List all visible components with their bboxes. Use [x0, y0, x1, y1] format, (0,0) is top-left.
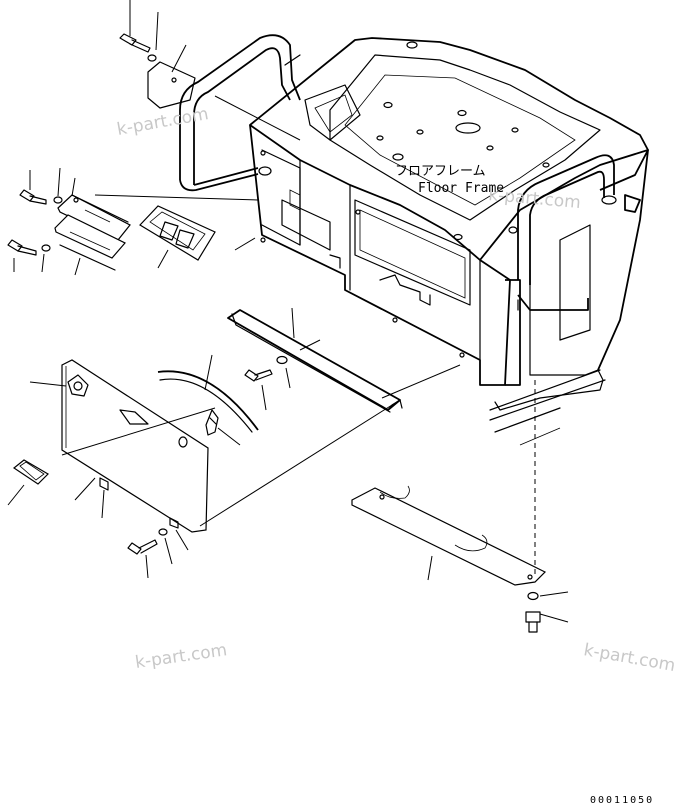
top-bolt-assembly: [119, 0, 301, 141]
cross-beam: [227, 307, 461, 413]
frame-label-english: Floor Frame: [418, 181, 504, 196]
floor-frame: [249, 37, 649, 446]
seal-strip: [157, 354, 259, 433]
watermark-4: k-part.com: [582, 640, 677, 676]
lower-right-bolt: [525, 591, 569, 633]
bottom-plate: [351, 380, 547, 586]
rubber-block: [139, 205, 256, 269]
cover-panel: [29, 359, 401, 533]
grommet: [7, 459, 49, 506]
mid-bolt: [244, 355, 291, 411]
drawing-number: 00011050: [590, 795, 654, 806]
left-upper-bolt: [19, 167, 63, 205]
watermark-3: k-part.com: [134, 640, 228, 673]
lower-left-bolt: [127, 528, 189, 579]
bracket-plate-upper: [57, 177, 259, 241]
left-handrail: [179, 34, 301, 192]
watermark-1: k-part.com: [115, 104, 210, 140]
bracket-plate-lower: [54, 214, 126, 276]
frame-label-japanese: フロアフレーム: [395, 164, 486, 179]
watermark-2: k-part.com: [488, 185, 582, 213]
right-handrail: [508, 154, 641, 311]
left-lower-bolt: [7, 239, 51, 273]
